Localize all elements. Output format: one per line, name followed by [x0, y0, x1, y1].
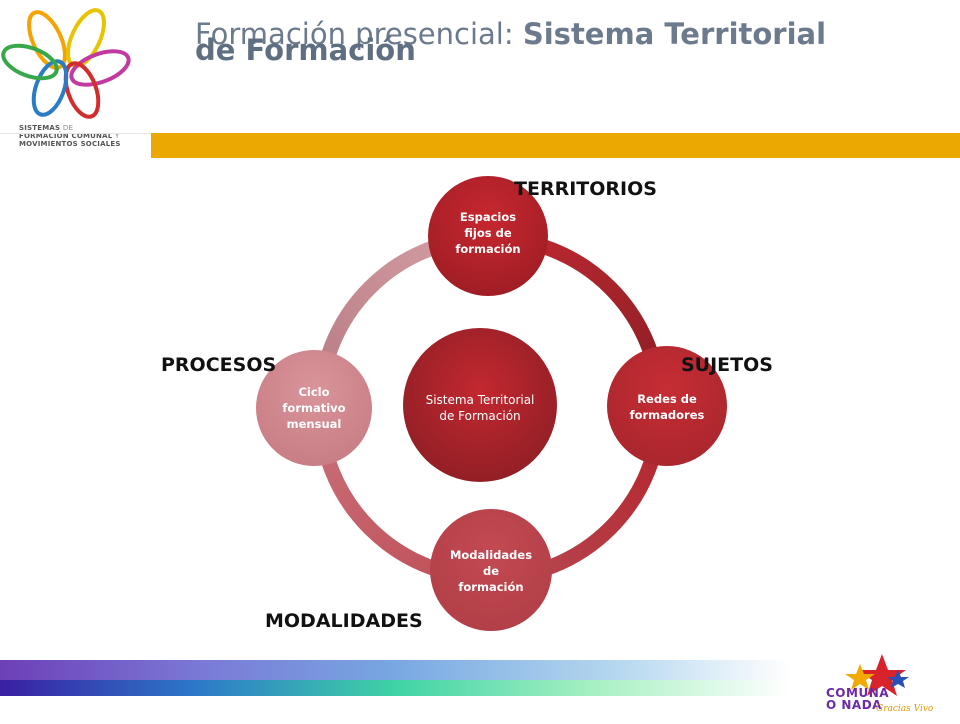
node-left-label: Ciclo formativo mensual [282, 385, 346, 431]
node-top-label: Espacios fijos de formación [455, 210, 521, 256]
logo-text-line2: FORMACIÓN COMUNAL Y [19, 132, 120, 140]
label-territorios: TERRITORIOS [514, 178, 657, 200]
title-overlap-line: de Formación [195, 33, 416, 67]
node-right-label: Redes de formadores [629, 392, 705, 422]
node-right [607, 346, 727, 466]
divider-line [0, 133, 151, 134]
label-procesos: PROCESOS [161, 354, 277, 376]
node-left [256, 350, 372, 466]
logo-line2: O NADA [826, 698, 882, 712]
center-circle [403, 328, 557, 482]
title-text: Formación presencial: Sistema Territoria… [195, 17, 827, 51]
label-modalidades: MODALIDADES [265, 610, 423, 632]
flower-logo-icon [1, 8, 131, 119]
node-bottom [430, 509, 552, 631]
logo-line1: COMUNA [826, 686, 890, 700]
comuna-o-nada-logo: COMUNA O NADA Gracias Vivo [820, 650, 950, 720]
footer-gradient-bars [0, 660, 790, 696]
center-label: Sistema Territorial de Formación [425, 393, 535, 423]
logo-text-line1: SISTEMAS DE [19, 124, 74, 132]
footer-bar-top [0, 660, 790, 680]
logo-tagline: Gracias Vivo [876, 704, 934, 714]
footer-bar-bottom [0, 680, 790, 696]
node-bottom-label: Modalidades de formación [449, 548, 533, 594]
logo-text-line3: MOVIMIENTOS SOCIALES [19, 140, 121, 148]
gold-header-bar [151, 133, 960, 158]
star-logo-icon [845, 654, 909, 696]
page-title: Formación presencial: Sistema Territoria… [195, 17, 895, 66]
label-sujetos: SUJETOS [681, 354, 773, 376]
node-top [428, 176, 548, 296]
